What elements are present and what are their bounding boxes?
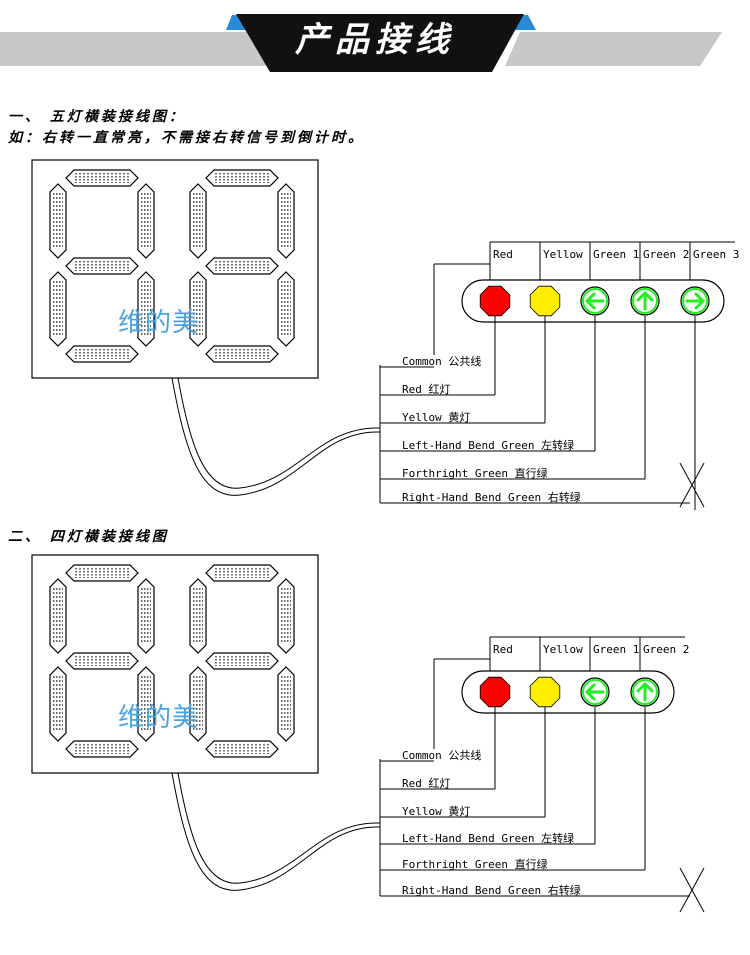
digit-segment xyxy=(277,666,295,742)
digit-segment xyxy=(277,183,295,259)
wire-label: Red 红灯 xyxy=(402,777,451,790)
column-label: Red xyxy=(493,248,513,261)
column-label: Green 3 xyxy=(693,248,740,261)
cut-mark-icon xyxy=(679,867,705,913)
digit-segment xyxy=(277,271,295,347)
column-label: Yellow xyxy=(543,643,583,656)
digit-segment xyxy=(65,345,139,363)
wire-label: Forthright Green 直行绿 xyxy=(402,467,548,480)
digit-segment xyxy=(205,257,279,275)
section-2-heading: 二、 四灯横装接线图 xyxy=(8,529,169,545)
banner-graphic xyxy=(0,14,722,72)
digit-segment xyxy=(277,578,295,654)
cut-mark-icon xyxy=(679,462,705,508)
wire-label: Red 红灯 xyxy=(402,383,451,396)
watermark: 维的美 xyxy=(118,703,200,733)
seven-segment-digit xyxy=(189,169,295,363)
digit-segment xyxy=(189,183,207,259)
wire-label: Forthright Green 直行绿 xyxy=(402,858,548,871)
left-arrow-icon xyxy=(584,683,605,701)
column-label: Green 2 xyxy=(643,643,690,656)
wire-label: Right-Hand Bend Green 右转绿 xyxy=(402,491,581,504)
wire-label: Left-Hand Bend Green 左转绿 xyxy=(402,439,575,452)
digit-segment xyxy=(65,257,139,275)
watermark: 维的美 xyxy=(118,308,200,338)
column-label: Green 2 xyxy=(643,248,690,261)
banner-title: 产品接线 xyxy=(295,20,455,60)
right-arrow-icon xyxy=(685,292,706,310)
wire-label: Common 公共线 xyxy=(402,355,482,368)
yellow-lamp xyxy=(529,676,561,708)
digit-segment xyxy=(49,183,67,259)
wire-label: Yellow 黄灯 xyxy=(402,805,471,818)
digit-segment xyxy=(65,564,139,582)
digit-segment xyxy=(49,578,67,654)
section-1-note: 如：右转一直常亮，不需接右转信号到倒计时。 xyxy=(8,130,365,146)
seven-segment-digit xyxy=(49,564,155,758)
seven-segment-digit xyxy=(49,169,155,363)
digit-segment xyxy=(205,740,279,758)
cable-inner xyxy=(177,772,381,884)
digit-segment xyxy=(189,578,207,654)
digit-segment xyxy=(49,666,67,742)
digit-segment xyxy=(205,169,279,187)
digit-segment xyxy=(49,271,67,347)
digit-segment xyxy=(137,183,155,259)
column-label: Yellow xyxy=(543,248,583,261)
digit-segment xyxy=(137,578,155,654)
digit-segment xyxy=(205,652,279,670)
wire-label: Yellow 黄灯 xyxy=(402,411,471,424)
digit-segment xyxy=(65,740,139,758)
signal-housing xyxy=(461,670,675,714)
column-label: Green 1 xyxy=(593,248,640,261)
cable-outer xyxy=(171,377,381,496)
column-label: Green 1 xyxy=(593,643,640,656)
cable-inner xyxy=(177,377,381,489)
cable-outer xyxy=(171,772,381,891)
digit-segment xyxy=(65,169,139,187)
wire-label: Right-Hand Bend Green 右转绿 xyxy=(402,884,581,897)
digit-segment xyxy=(205,345,279,363)
seven-segment-digit xyxy=(189,564,295,758)
left-arrow-icon xyxy=(584,292,605,310)
red-lamp xyxy=(479,676,511,708)
wire-label: Left-Hand Bend Green 左转绿 xyxy=(402,832,575,845)
section-1-heading: 一、 五灯横装接线图： xyxy=(8,109,186,125)
wire-label: Common 公共线 xyxy=(402,749,482,762)
digit-segment xyxy=(65,652,139,670)
up-arrow-icon xyxy=(636,290,654,311)
column-label: Red xyxy=(493,643,513,656)
digit-segment xyxy=(205,564,279,582)
yellow-lamp xyxy=(529,285,561,317)
red-lamp xyxy=(479,285,511,317)
header-banner: 产品接线 xyxy=(0,0,750,80)
up-arrow-icon xyxy=(636,681,654,702)
